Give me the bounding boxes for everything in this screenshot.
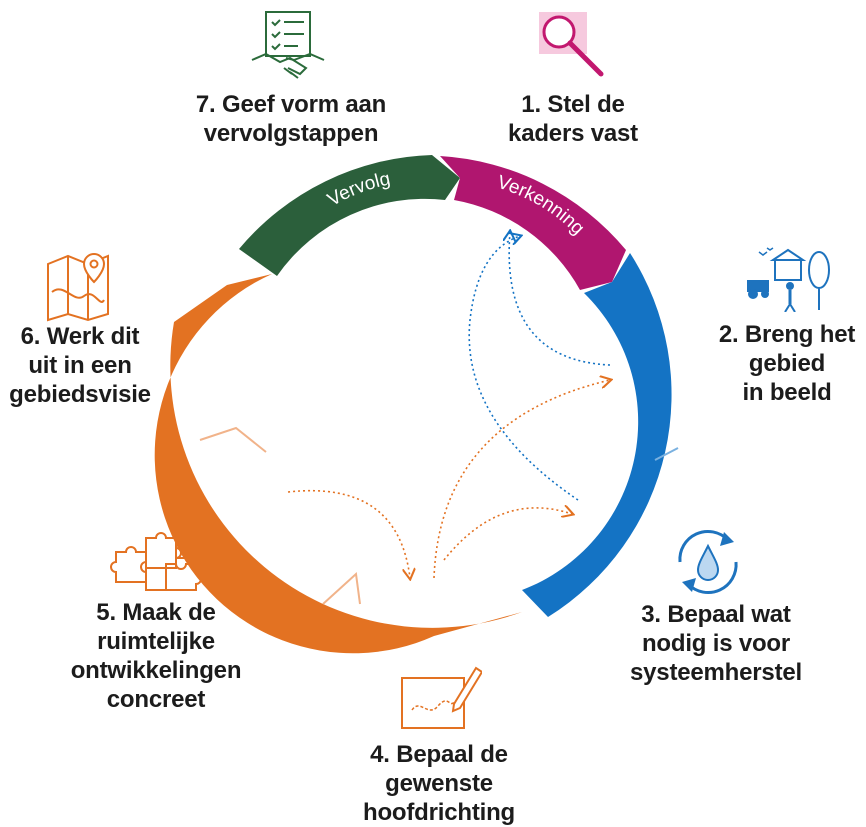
step-2-label: 2. Breng het gebied in beeld bbox=[718, 321, 856, 406]
ring-divider bbox=[322, 571, 361, 605]
ring-divider bbox=[654, 447, 679, 461]
phase-segment-vervolg bbox=[239, 155, 460, 276]
step-6-label: 6. Werk dit uit in een gebiedsvisie bbox=[9, 323, 151, 408]
phase-segment-visievorming bbox=[154, 274, 522, 654]
step-3-label: 3. Bepaal wat nodig is voor systeemherst… bbox=[630, 601, 802, 686]
step-7-label: 7. Geef vorm aan vervolgstappen bbox=[195, 91, 387, 147]
ring-divider bbox=[199, 426, 267, 453]
phase-segment-verkenning bbox=[440, 156, 626, 290]
agreement-handshake-icon bbox=[251, 11, 325, 79]
flow-arrow-orange bbox=[433, 380, 610, 579]
step-4-label: 4. Bepaal de gewenste hoofdrichting bbox=[362, 741, 516, 826]
flow-arrow-blue bbox=[468, 236, 579, 501]
flow-arrow-orange bbox=[287, 490, 410, 578]
map-pin-icon bbox=[47, 252, 109, 322]
landscape-icon bbox=[747, 247, 830, 312]
magnifier-icon bbox=[539, 12, 604, 77]
phase-segment-gebiedsanalyse bbox=[522, 253, 672, 617]
sketch-pencil-icon bbox=[401, 666, 482, 729]
puzzle-icon bbox=[110, 531, 205, 591]
step-5-label: 5. Maak de ruimtelijke ontwikkelingen co… bbox=[70, 599, 242, 713]
flow-arrow-blue bbox=[509, 232, 611, 366]
water-cycle-icon bbox=[678, 529, 738, 595]
step-1-label: 1. Stel de kaders vast bbox=[508, 91, 638, 147]
flow-arrow-orange bbox=[443, 508, 572, 561]
